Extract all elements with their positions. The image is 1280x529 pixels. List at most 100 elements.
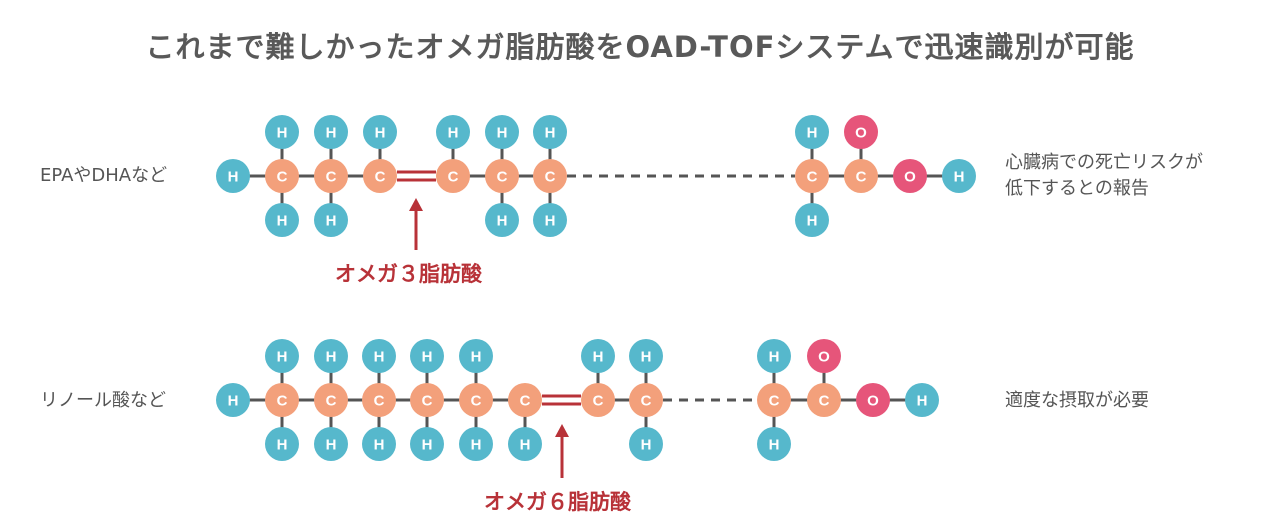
row2-hydrogen-below-c1: H: [265, 427, 299, 461]
svg-text:H: H: [374, 437, 385, 454]
omega3-label: オメガ３脂肪酸: [335, 262, 482, 286]
row1-hydrogen-above-c6: H: [533, 115, 567, 149]
note-omega6: 適度な摂取が必要: [1005, 390, 1149, 411]
row2-hydrogen-tail-bottom: H: [757, 427, 791, 461]
row2-hydrogen-below-c2: H: [314, 427, 348, 461]
svg-text:H: H: [471, 437, 482, 454]
row1-oxygen-carbonyl: O: [844, 115, 878, 149]
row1-hydrogen-tail-top: H: [795, 115, 829, 149]
row1-hydrogen-above-c4: H: [436, 115, 470, 149]
row1-hydrogen-above-c2: H: [314, 115, 348, 149]
page-title: これまで難しかったオメガ脂肪酸をOAD-TOFシステムで迅速識別が可能: [145, 30, 1135, 64]
svg-text:H: H: [326, 437, 337, 454]
svg-text:H: H: [769, 437, 780, 454]
svg-text:C: C: [448, 169, 459, 186]
row2-hydrogen-below-c5: H: [459, 427, 493, 461]
row1-carbon-6: C: [533, 159, 567, 193]
svg-text:C: C: [277, 169, 288, 186]
row2-carbon-2: C: [314, 383, 348, 417]
svg-text:H: H: [593, 349, 604, 366]
svg-text:H: H: [807, 125, 818, 142]
row2-hydrogen-above-c8: H: [629, 339, 663, 373]
svg-text:O: O: [904, 169, 916, 186]
svg-text:O: O: [855, 125, 867, 142]
svg-text:H: H: [326, 125, 337, 142]
row2-hydrogen-below-c8: H: [629, 427, 663, 461]
row2-hydrogen-above-c1: H: [265, 339, 299, 373]
row1-oxygen-hydroxyl: O: [893, 159, 927, 193]
svg-text:H: H: [497, 125, 508, 142]
row2-hydrogen-above-c5: H: [459, 339, 493, 373]
row1-carbon-2: C: [314, 159, 348, 193]
svg-text:C: C: [375, 169, 386, 186]
svg-text:H: H: [471, 349, 482, 366]
row2-hydrogen-below-c3: H: [362, 427, 396, 461]
row1-carbon-tail: C: [795, 159, 829, 193]
row2-hydrogen-hydroxyl: H: [905, 383, 939, 417]
row1-hydrogen-above-c3: H: [363, 115, 397, 149]
svg-text:C: C: [326, 393, 337, 410]
row1-carbon-4: C: [436, 159, 470, 193]
row2-carbon-8: C: [629, 383, 663, 417]
row1-carbon-carboxyl: C: [844, 159, 878, 193]
svg-text:C: C: [856, 169, 867, 186]
row1-hydrogen-tail-bottom: H: [795, 203, 829, 237]
svg-text:H: H: [422, 349, 433, 366]
svg-text:H: H: [375, 125, 386, 142]
row1-carbon-3: C: [363, 159, 397, 193]
svg-text:H: H: [326, 213, 337, 230]
svg-text:O: O: [867, 393, 879, 410]
note-omega3: 心臓病での死亡リスクが 低下するとの報告: [1005, 152, 1203, 199]
row1-carbon-1: C: [265, 159, 299, 193]
row2-hydrogen-below-c4: H: [410, 427, 444, 461]
svg-text:C: C: [819, 393, 830, 410]
omega6-label: オメガ６脂肪酸: [484, 490, 631, 514]
svg-text:H: H: [807, 213, 818, 230]
row1-carbon-5: C: [485, 159, 519, 193]
row2-oxygen-hydroxyl: O: [856, 383, 890, 417]
svg-text:H: H: [374, 349, 385, 366]
row2-carbon-7: C: [581, 383, 615, 417]
row2-hydrogen-below-c6: H: [508, 427, 542, 461]
row1-hydrogen-above-c5: H: [485, 115, 519, 149]
row1-hydrogen-hydroxyl: H: [942, 159, 976, 193]
svg-text:H: H: [769, 349, 780, 366]
row2-carbon-tail: C: [757, 383, 791, 417]
svg-text:H: H: [448, 125, 459, 142]
row1-hydrogen-below-c1: H: [265, 203, 299, 237]
row2-hydrogen-above-c3: H: [362, 339, 396, 373]
row2-carbon-3: C: [362, 383, 396, 417]
svg-text:H: H: [641, 437, 652, 454]
row2-oxygen-carbonyl: O: [807, 339, 841, 373]
svg-text:C: C: [593, 393, 604, 410]
svg-text:H: H: [326, 349, 337, 366]
row2-carbon-6: C: [508, 383, 542, 417]
row2-hydrogen-above-c4: H: [410, 339, 444, 373]
row2-hydrogen-tail-top: H: [757, 339, 791, 373]
svg-text:C: C: [769, 393, 780, 410]
svg-text:H: H: [277, 213, 288, 230]
row-label-omega6: リノール酸など: [40, 390, 166, 411]
svg-text:C: C: [807, 169, 818, 186]
row2-omega-arrow: [555, 424, 569, 478]
svg-text:C: C: [545, 169, 556, 186]
row1-hydrogen-below-c5: H: [485, 203, 519, 237]
svg-text:H: H: [277, 437, 288, 454]
row1-hydrogen-below-c6: H: [533, 203, 567, 237]
row1-hydrogen-terminal: H: [216, 159, 250, 193]
row-label-omega3: EPAやDHAなど: [40, 165, 168, 186]
svg-text:H: H: [228, 393, 239, 410]
svg-text:H: H: [422, 437, 433, 454]
svg-text:H: H: [520, 437, 531, 454]
svg-text:H: H: [228, 169, 239, 186]
svg-text:H: H: [917, 393, 928, 410]
svg-text:H: H: [641, 349, 652, 366]
row1-hydrogen-below-c2: H: [314, 203, 348, 237]
row2-carbon-carboxyl: C: [807, 383, 841, 417]
svg-text:H: H: [277, 349, 288, 366]
svg-text:C: C: [374, 393, 385, 410]
svg-text:H: H: [954, 169, 965, 186]
